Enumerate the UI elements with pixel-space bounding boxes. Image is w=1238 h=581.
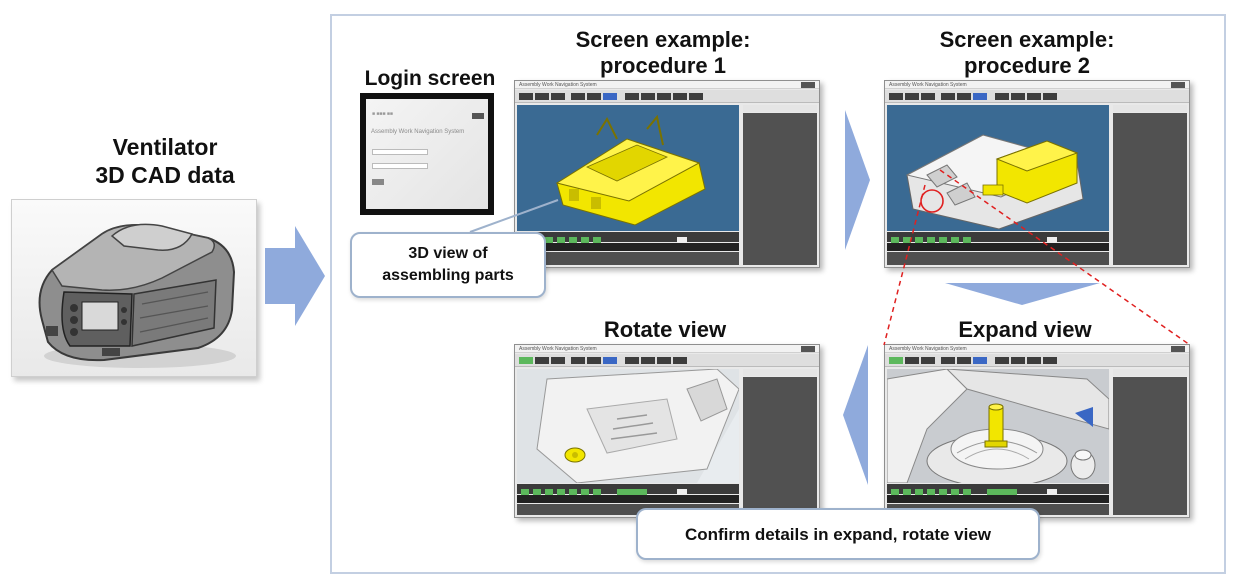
login-brand-text: ■ ■■■ ■■ (372, 111, 393, 117)
side-panel (1113, 113, 1187, 265)
side-panel (1113, 377, 1187, 515)
ventilator-cad-image (11, 199, 257, 377)
window-close-icon (801, 82, 815, 88)
window-title: Assembly Work Navigation System (889, 82, 967, 88)
ventilator-title: Ventilator 3D CAD data (95, 134, 235, 188)
rotate-view-title: Rotate view (603, 317, 727, 342)
callout-confirm-details: Confirm details in expand, rotate view (636, 508, 1040, 560)
assembly-with-yellow-part-3d (905, 134, 1084, 230)
window-close-icon (1171, 346, 1185, 352)
procedure1-screenshot: Assembly Work Navigation System (514, 80, 820, 268)
window-close-icon (801, 346, 815, 352)
expanded-part-3d (886, 368, 1110, 488)
ventilator-cad-render (38, 223, 236, 368)
toolbar (515, 354, 819, 367)
bottom-toolbar (517, 484, 739, 495)
procedure2-screenshot: Assembly Work Navigation System (884, 80, 1190, 268)
rotated-part-3d (517, 368, 740, 484)
expand-view-title: Expand view (958, 317, 1092, 342)
login-user-field (372, 149, 428, 155)
toolbar (885, 90, 1189, 103)
login-app-name: Assembly Work Navigation System (371, 129, 465, 135)
bottom-toolbar (887, 232, 1109, 243)
window-title: Assembly Work Navigation System (519, 346, 597, 352)
expand-view-screenshot: Assembly Work Navigation System (884, 344, 1190, 518)
window-title: Assembly Work Navigation System (519, 82, 597, 88)
side-panel (743, 377, 817, 515)
3d-viewport (517, 368, 740, 484)
procedure1-title: Screen example: procedure 1 (575, 27, 751, 79)
3d-viewport (886, 368, 1110, 488)
callout-3d-view: 3D view of assembling parts (350, 232, 546, 298)
window-close-icon (1171, 82, 1185, 88)
bottom-toolbar (517, 232, 739, 243)
side-panel (743, 113, 817, 265)
3d-viewport (887, 105, 1109, 231)
login-screen-title: Login screen (364, 67, 496, 90)
rotate-view-screenshot: Assembly Work Navigation System (514, 344, 820, 518)
window-title: Assembly Work Navigation System (889, 346, 967, 352)
login-screen-thumbnail: ■ ■■■ ■■ Assembly Work Navigation System (360, 93, 494, 215)
toolbar (885, 354, 1189, 367)
login-version-badge (472, 113, 484, 119)
yellow-part-3d (555, 114, 706, 226)
toolbar (515, 90, 819, 103)
login-password-field (372, 163, 428, 169)
workflow-frame (330, 14, 1226, 574)
bottom-toolbar (887, 484, 1109, 495)
3d-viewport (517, 105, 739, 231)
flow-arrow-right (265, 226, 325, 326)
procedure2-title: Screen example: procedure 2 (939, 27, 1115, 79)
login-button (372, 179, 384, 185)
